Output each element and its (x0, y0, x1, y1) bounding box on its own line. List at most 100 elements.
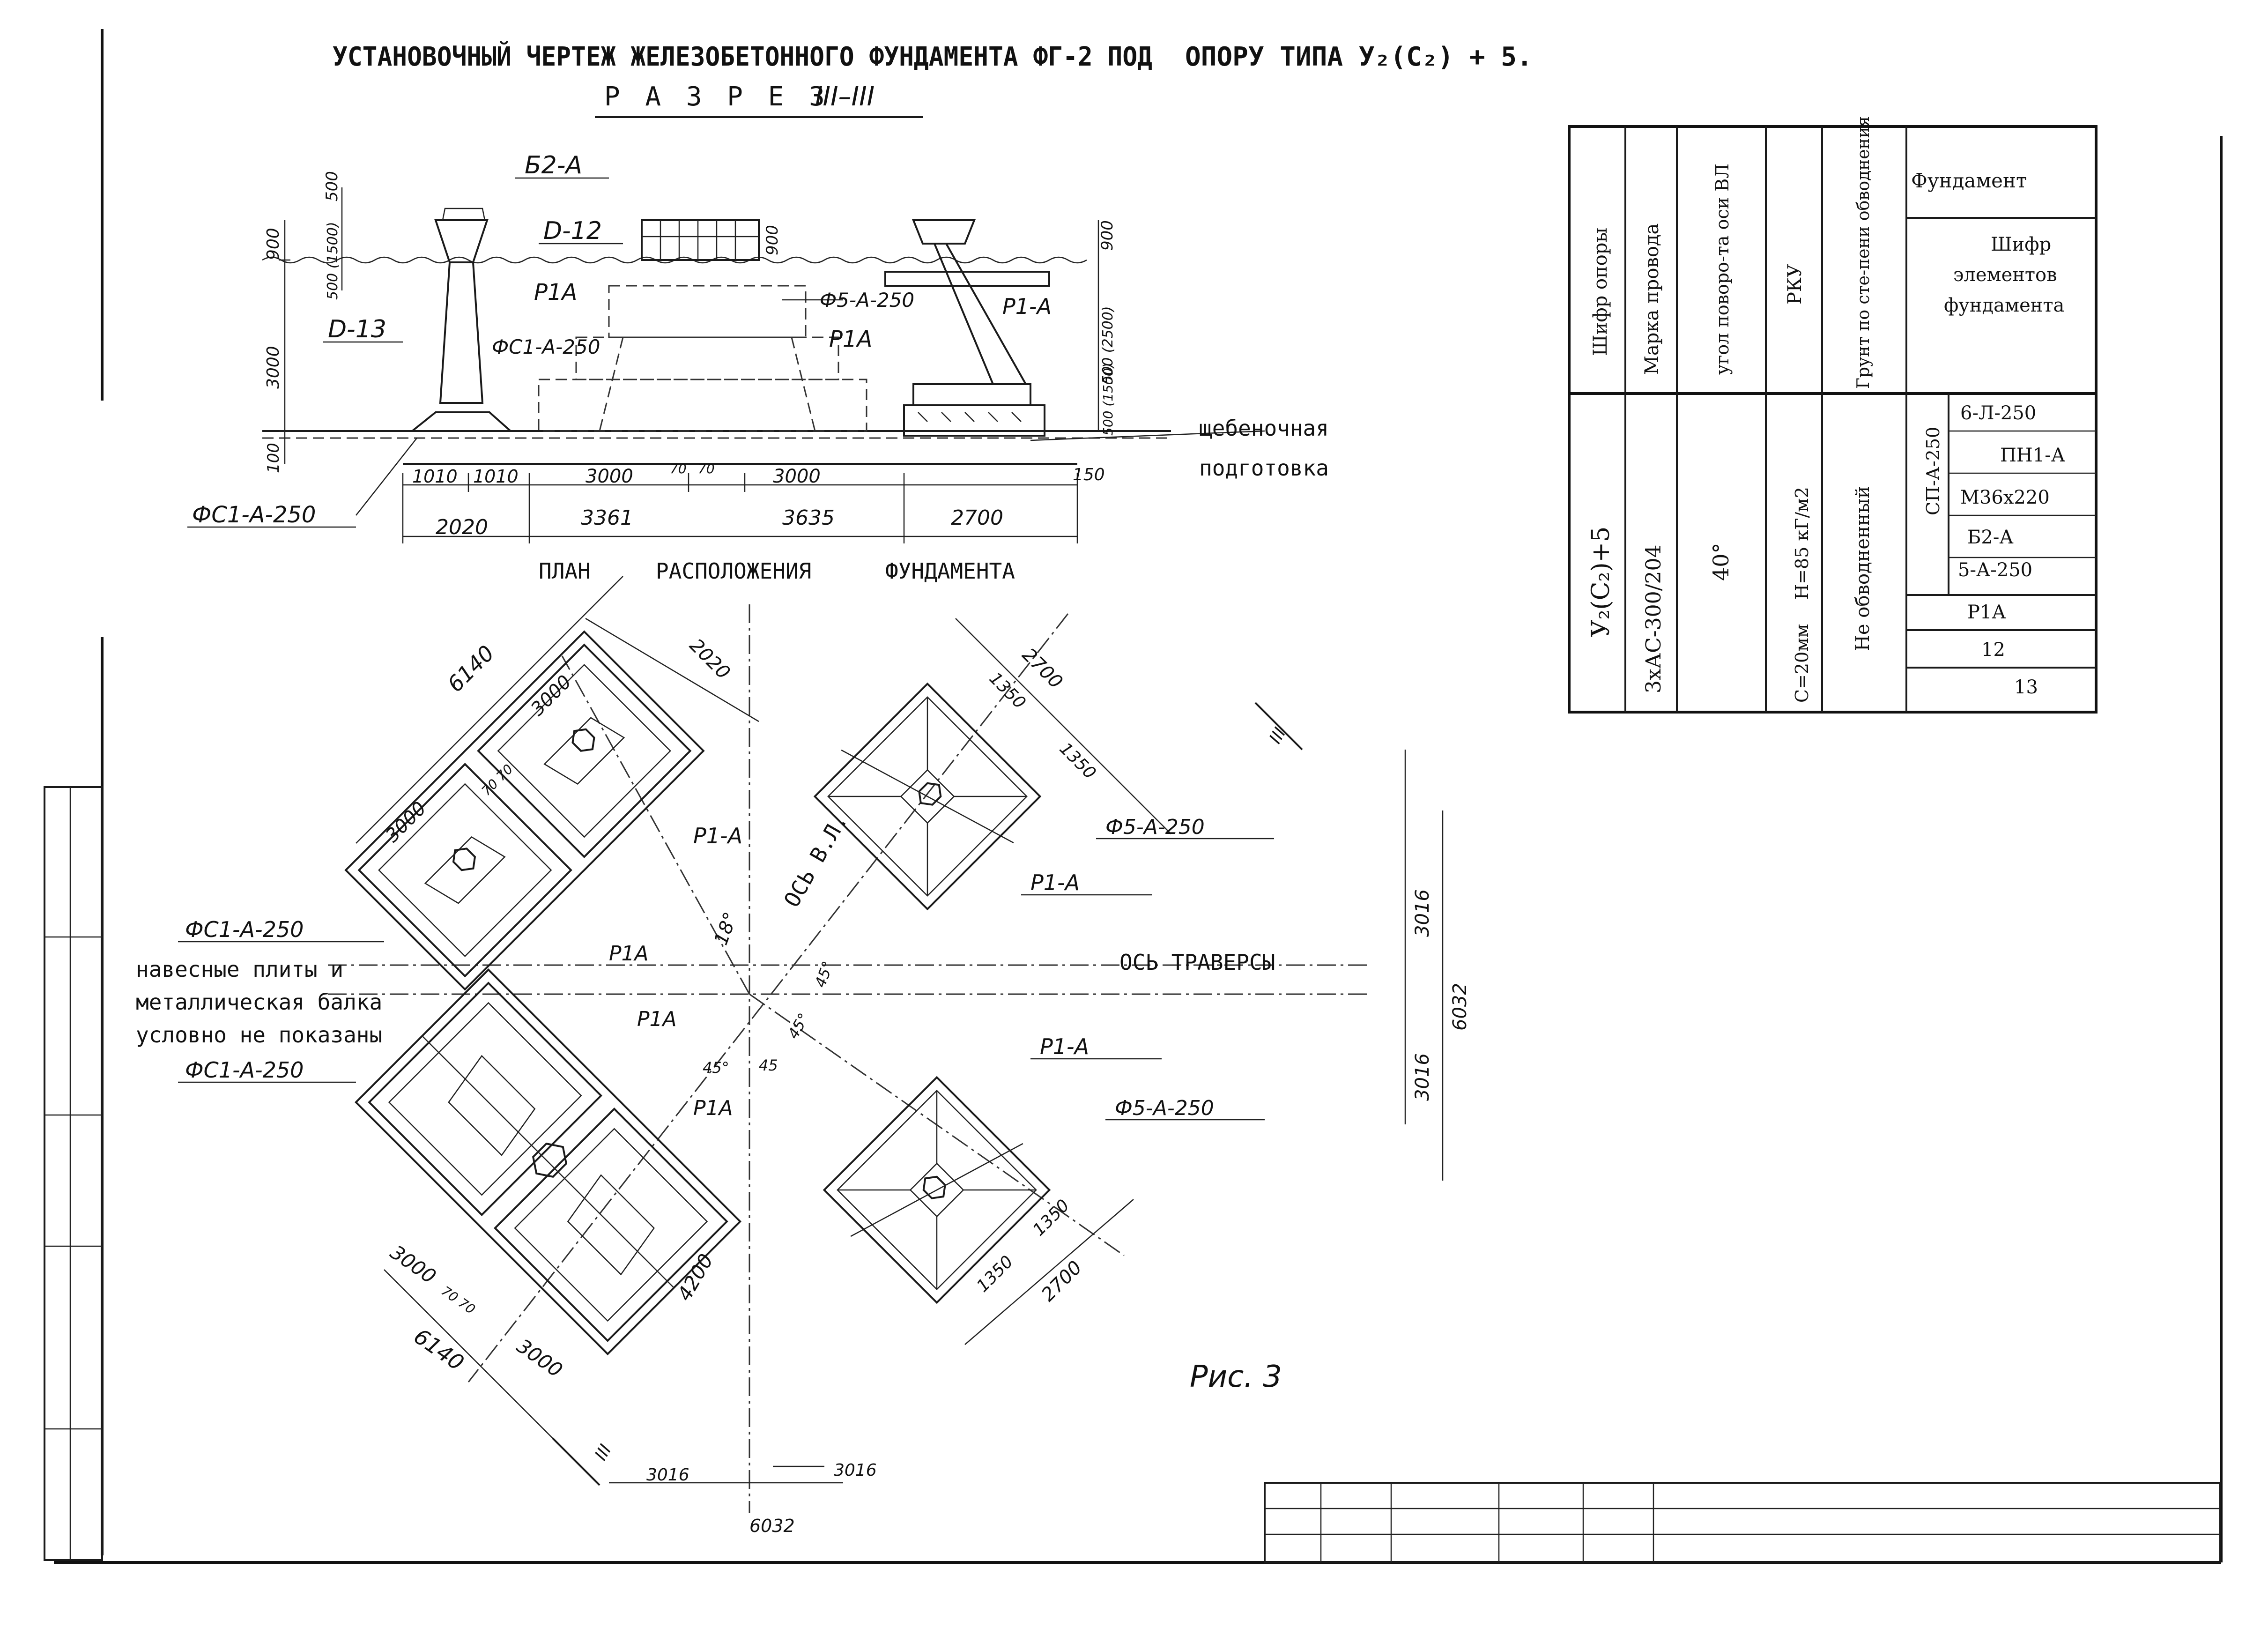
dim-900-mid: 900 (763, 225, 782, 255)
plan-dim-3016-b1: 3016 (646, 1465, 689, 1485)
plan-dim-1350-b: 1350 (1056, 739, 1100, 783)
section-view: Б2-А D-12 D-13 Р1А Р1А Ф5-А-250 Р1-А ФС1… (187, 151, 1329, 543)
drawing-title: УСТАНОВОЧНЫЙ ЧЕРТЕЖ ЖЕЛЕЗОБЕТОННОГО ФУНД… (333, 41, 1533, 118)
dim-3361: 3361 (581, 506, 633, 530)
angle-45-a: 45° (703, 1059, 729, 1077)
plan-dim-3016-r1: 3016 (1412, 889, 1433, 937)
hdr-foundation: Фундамент (1911, 169, 2027, 192)
dim-500-left: 500 (323, 171, 341, 201)
title-main: УСТАНОВОЧНЫЙ ЧЕРТЕЖ ЖЕЛЕЗОБЕТОННОГО ФУНД… (333, 41, 1152, 72)
dim-3000: 3000 (264, 346, 283, 389)
dim-1010-b: 1010 (473, 466, 519, 487)
dim-500-right: 500 (1500) (1100, 363, 1116, 436)
dim-900-left: 900 (264, 228, 283, 260)
hdr-soil: Грунт по сте-пени обводнения (1854, 116, 1873, 389)
row-cipher: У₂(С₂)+5 (1587, 527, 1615, 637)
dim-3635: 3635 (782, 506, 835, 530)
right-column (912, 219, 976, 245)
angle-45-d: 45° (811, 959, 837, 989)
plan-dim-3016-b2: 3016 (834, 1461, 877, 1480)
plan-dim-70-70-bl: 70 70 (438, 1283, 478, 1317)
dim-2020: 2020 (436, 515, 488, 539)
angle-45-c: 45° (784, 1010, 813, 1042)
element-7: 12 (1981, 639, 2005, 661)
label-p1a-left: Р1А (534, 279, 577, 305)
element-2: ПН1-А (2000, 445, 2065, 466)
plan-label-p1a-2: Р1А (609, 942, 649, 966)
dim-1010-a: 1010 (412, 466, 458, 487)
element-1: 6-Л-250 (1960, 402, 2036, 424)
plan-dim-4200: 4200 (673, 1250, 718, 1305)
beam-d12 (641, 219, 760, 261)
plan-dim-2700-b: 2700 (1038, 1257, 1087, 1306)
row-rku-1: С=20мм (1792, 624, 1812, 703)
row-wire: 3хАС-300/204 (1642, 545, 1666, 693)
dim-100: 100 (264, 443, 283, 473)
row-rku-2: Н=85 кГ/м2 (1792, 487, 1812, 600)
hdr-wire: Марка провода (1641, 223, 1663, 375)
plan-note-3: условно не показаны (136, 1022, 382, 1048)
plan-dim-1350-a: 1350 (986, 669, 1030, 713)
section-title: Р А З Р Е З (604, 82, 830, 112)
axis-vl-label: ОСЬ В.Л. (779, 809, 853, 912)
label-b2a: Б2-А (525, 151, 582, 179)
plan-title-1: ПЛАН (539, 558, 591, 584)
plan-dim-3016-r2: 3016 (1412, 1053, 1433, 1101)
angle-18: 18° (710, 909, 741, 948)
hdr-angle: угол поворо-та оси ВЛ (1712, 164, 1733, 375)
label-gravel-1: щебеночная (1199, 416, 1329, 441)
plan-title-2: РАСПОЛОЖЕНИЯ (656, 558, 811, 584)
hdr-elements-2: элементов (1953, 264, 2057, 286)
dim-2500: 500 (2500) (1100, 306, 1116, 384)
label-d13: D-13 (328, 315, 386, 343)
pad-top-left-outer (344, 630, 705, 991)
plan-label-p1a-1: Р1-А (693, 823, 742, 848)
hdr-elements-3: фундамента (1944, 295, 2064, 316)
plan-label-p1a-4: Р1А (693, 1096, 733, 1120)
plan-dim-3000-bl2: 3000 (512, 1334, 567, 1382)
element-6: Р1А (1967, 602, 2006, 623)
label-f5a250: Ф5-А-250 (820, 289, 914, 312)
element-8: 13 (2014, 677, 2038, 698)
dim-70-b: 70 (698, 461, 715, 476)
element-5: 5-А-250 (1958, 559, 2032, 581)
label-p1a-dash: Р1-А (1002, 294, 1052, 319)
angle-45-b: 45 (759, 1056, 778, 1074)
axis-traverse-label: ОСЬ ТРАВЕРСЫ (1119, 950, 1275, 975)
section-mark-plan-1: III (1266, 724, 1290, 747)
plan-dim-6032-r: 6032 (1449, 983, 1471, 1031)
plan-dim-6032-b: 6032 (749, 1516, 795, 1536)
plan-dim-70-70: 70 70 (479, 761, 516, 799)
sheet-frame (44, 29, 2223, 1564)
label-gravel-2: подготовка (1199, 455, 1329, 481)
plan-title: ПЛАН РАСПОЛОЖЕНИЯ ФУНДАМЕНТА (539, 558, 1015, 584)
plan-label-fs1-1: ФС1-А-250 (185, 917, 304, 942)
dim-3000-b: 3000 (773, 466, 821, 487)
row-soil: Не обводненный (1852, 486, 1874, 651)
dim-3000-a: 3000 (586, 466, 633, 487)
plan-label-f5a250-1: Ф5-А-250 (1105, 815, 1205, 839)
plan-label-p1a-dash-2: Р1-А (1040, 1034, 1089, 1059)
row-group-label: СП-А-250 (1923, 427, 1943, 515)
label-fs1a250-bottom: ФС1-А-250 (192, 502, 316, 528)
element-3: М36х220 (1960, 487, 2050, 508)
plan-view: 2020 6140 3000 3000 70 70 2700 1350 1350… (136, 576, 1471, 1536)
spec-table: Шифр опоры Марка провода угол поворо-та … (1568, 116, 2098, 714)
label-p1a-right: Р1А (829, 326, 872, 352)
plan-title-3: ФУНДАМЕНТА (885, 558, 1015, 584)
plan-note-1: навесные плиты и (136, 957, 343, 982)
plan-note-2: металлическая балка (136, 989, 382, 1015)
plan-dim-2020: 2020 (685, 635, 734, 684)
dim-2700: 2700 (951, 506, 1003, 530)
plan-label-fs1-2: ФС1-А-250 (185, 1057, 304, 1083)
pad-bottom-left-outer (355, 968, 741, 1355)
label-fs1a250-mid: ФС1-А-250 (492, 335, 600, 358)
hdr-elements-1: Шифр (1991, 234, 2051, 255)
figure-caption: Рис. 3 (1190, 1360, 1282, 1394)
dim-150: 150 (1073, 465, 1105, 484)
left-column (434, 219, 489, 263)
section-mark-plan-2: III (591, 1441, 615, 1464)
plan-label-p1a-3: Р1А (637, 1007, 677, 1031)
hdr-cipher: Шифр опоры (1590, 228, 1611, 356)
section-mark: III–III (815, 82, 875, 112)
